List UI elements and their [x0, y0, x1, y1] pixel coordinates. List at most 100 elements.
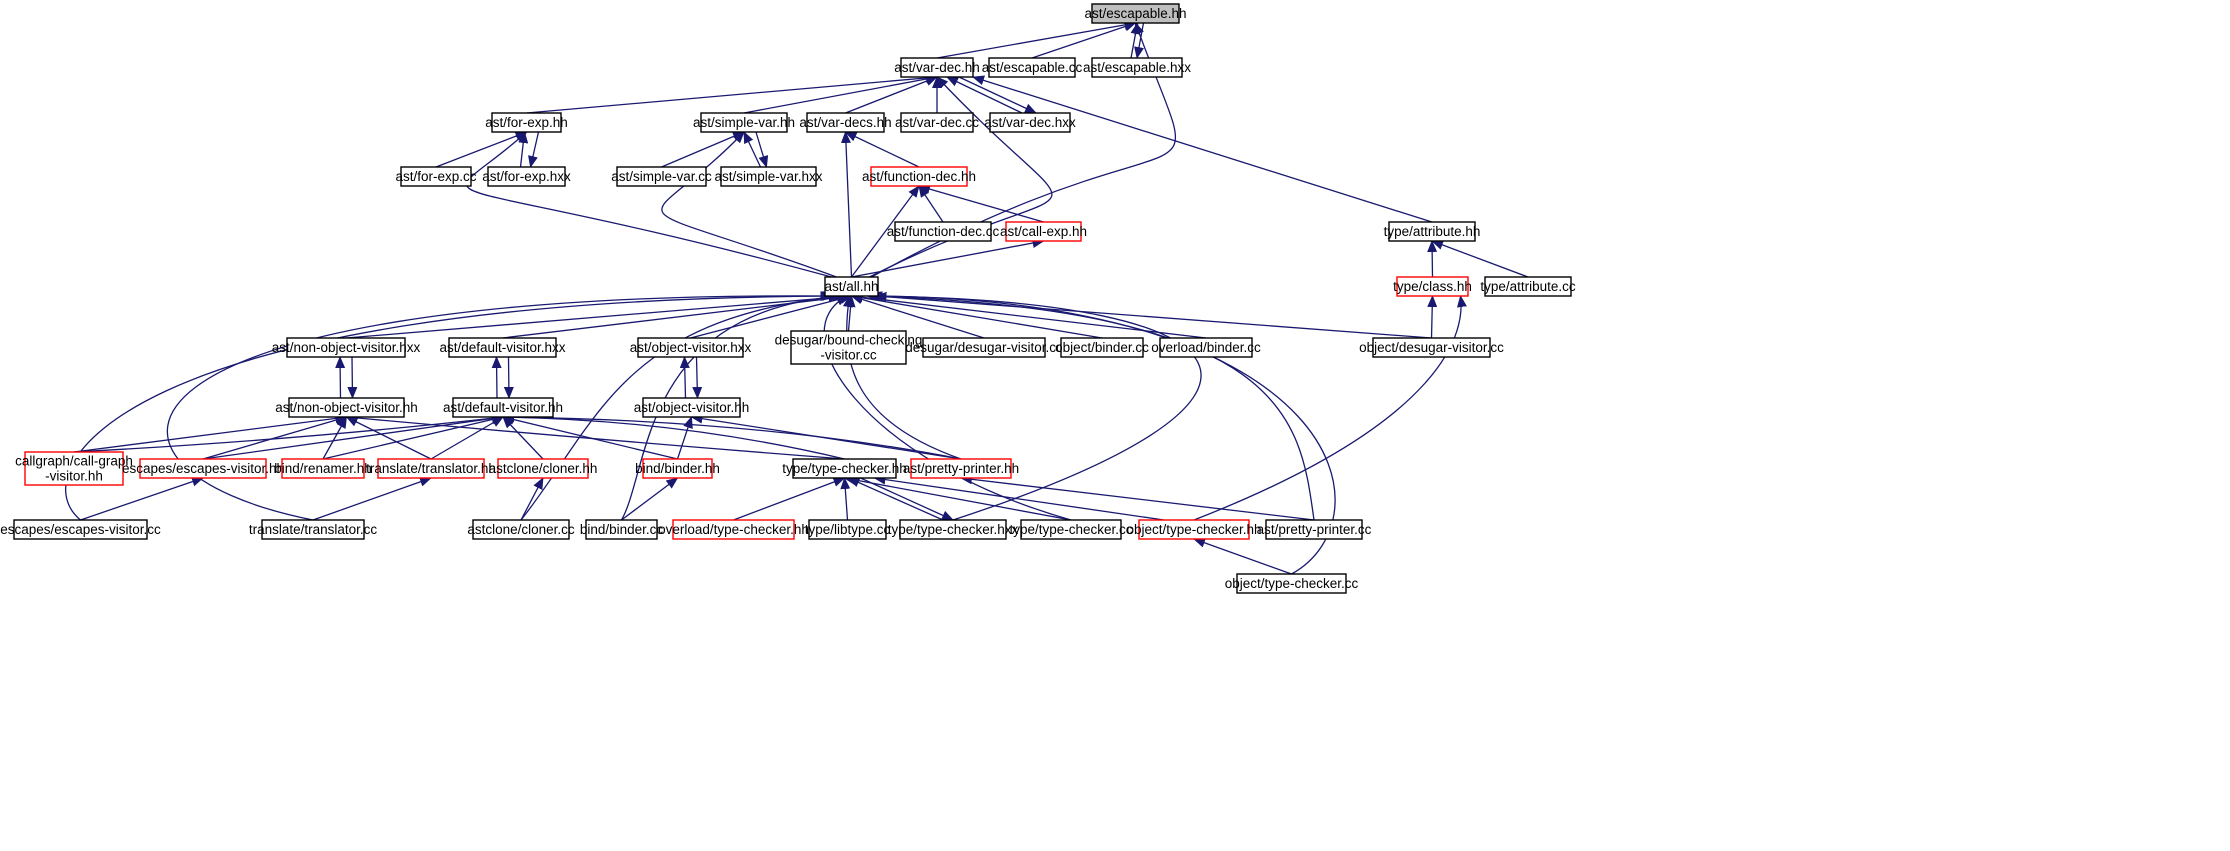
node-translate-translator-cc[interactable]: translate/translator.cc — [249, 519, 378, 540]
node-label: ast/simple-var.hxx — [714, 169, 822, 184]
node-object-desugar-visitor-cc[interactable]: object/desugar-visitor.cc — [1359, 337, 1504, 358]
node-type-class-hh[interactable]: type/class.hh — [1393, 276, 1472, 297]
node-label: ast/for-exp.hxx — [482, 169, 571, 184]
node-escapable-hxx[interactable]: ast/escapable.hxx — [1083, 57, 1191, 78]
edge-bind-renamer-hh-to-default-visitor-hh — [322, 414, 504, 460]
node-box — [1091, 3, 1180, 24]
edge-ast-pretty-printer-cc-to-all-hh — [868, 291, 1315, 521]
edge-type-type-checker-cc-to-all-hh — [823, 295, 1072, 521]
node-label: ast/default-visitor.hxx — [439, 340, 565, 355]
node-escapes-visitor-hh[interactable]: escapes/escapes-visitor.hh — [122, 458, 284, 479]
node-object-type-checker-hh[interactable]: object/type-checker.hh — [1126, 519, 1262, 540]
node-translate-translator-hh[interactable]: translate/translator.hh — [366, 458, 496, 479]
node-for-exp-hxx[interactable]: ast/for-exp.hxx — [482, 166, 571, 187]
node-box — [792, 458, 897, 479]
node-call-graph-visitor-hh[interactable]: callgraph/call-graph-visitor.hh — [15, 451, 133, 486]
node-for-exp-hh[interactable]: ast/for-exp.hh — [485, 112, 568, 133]
node-type-attribute-cc[interactable]: type/attribute.cc — [1480, 276, 1576, 297]
edge-astclone-cloner-cc-to-astclone-cloner-hh — [520, 477, 544, 521]
node-var-dec-hxx[interactable]: ast/var-dec.hxx — [984, 112, 1076, 133]
edge-bind-renamer-hh-to-non-object-visitor-hh — [322, 416, 348, 460]
node-all-hh[interactable]: ast/all.hh — [824, 276, 879, 297]
node-type-attribute-hh[interactable]: type/attribute.hh — [1384, 221, 1481, 242]
edge-object-desugar-visitor-cc-to-all-hh — [874, 291, 1432, 339]
node-escapes-visitor-cc[interactable]: escapes/escapes-visitor.cc — [0, 519, 161, 540]
node-box — [139, 458, 267, 479]
node-type-libtype-cc[interactable]: type/libtype.cc — [805, 519, 891, 540]
node-overload-binder-cc[interactable]: overload/binder.cc — [1151, 337, 1261, 358]
node-simple-var-hh[interactable]: ast/simple-var.hh — [693, 112, 795, 133]
node-type-type-checker-cc[interactable]: type/type-checker.cc — [1009, 519, 1133, 540]
node-label: desugar/desugar-visitor.cc — [905, 340, 1063, 355]
node-label: overload/binder.cc — [1151, 340, 1261, 355]
node-label: ast/var-dec.hxx — [984, 115, 1076, 130]
node-astclone-cloner-hh[interactable]: astclone/cloner.hh — [489, 458, 598, 479]
node-call-exp-hh[interactable]: ast/call-exp.hh — [1000, 221, 1087, 242]
node-label: ast/escapable.hh — [1084, 6, 1186, 21]
node-ast-pretty-printer-hh[interactable]: ast/pretty-printer.hh — [903, 458, 1019, 479]
node-object-visitor-hh[interactable]: ast/object-visitor.hh — [634, 397, 750, 418]
node-function-dec-cc[interactable]: ast/function-dec.cc — [887, 221, 1000, 242]
node-ast-pretty-printer-cc[interactable]: ast/pretty-printer.cc — [1257, 519, 1372, 540]
node-object-binder-cc[interactable]: object/binder.cc — [1055, 337, 1149, 358]
node-for-exp-cc[interactable]: ast/for-exp.cc — [395, 166, 477, 187]
node-default-visitor-hxx[interactable]: ast/default-visitor.hxx — [439, 337, 566, 358]
node-bind-renamer-hh[interactable]: bind/renamer.hh — [274, 458, 372, 479]
node-var-dec-hh[interactable]: ast/var-dec.hh — [894, 57, 980, 78]
node-simple-var-cc[interactable]: ast/simple-var.cc — [611, 166, 712, 187]
edge-all-hh-to-var-decs-hh — [840, 131, 853, 278]
node-box — [720, 166, 817, 187]
node-box — [288, 397, 405, 418]
node-function-dec-hh[interactable]: ast/function-dec.hh — [862, 166, 976, 187]
edge-ast-pretty-printer-hh-to-default-visitor-hh — [502, 412, 962, 460]
node-box — [988, 57, 1076, 78]
node-box — [261, 519, 365, 540]
edge-type-type-checker-hh-to-non-object-visitor-hh — [345, 413, 845, 460]
node-box — [1396, 276, 1469, 297]
node-label: translate/translator.hh — [366, 461, 496, 476]
node-object-type-checker-cc[interactable]: object/type-checker.cc — [1225, 573, 1359, 594]
node-default-visitor-hh[interactable]: ast/default-visitor.hh — [443, 397, 563, 418]
edge-object-visitor-hxx-to-all-hh — [690, 293, 853, 339]
node-box — [1091, 57, 1183, 78]
node-bound-checking-visitor-cc[interactable]: desugar/bound-checking-visitor.cc — [775, 330, 923, 365]
node-label: ast/pretty-printer.hh — [903, 461, 1019, 476]
node-object-visitor-hxx[interactable]: ast/object-visitor.hxx — [630, 337, 752, 358]
node-label: ast/var-decs.hh — [799, 115, 891, 130]
node-escapable-hh[interactable]: ast/escapable.hh — [1084, 3, 1187, 24]
node-label: type/libtype.cc — [805, 522, 891, 537]
node-overload-type-checker-hh[interactable]: overload/type-checker.hh — [658, 519, 809, 540]
node-label: object/desugar-visitor.cc — [1359, 340, 1504, 355]
node-box — [642, 458, 713, 479]
node-escapable-cc[interactable]: ast/escapable.cc — [982, 57, 1083, 78]
node-non-object-visitor-hxx[interactable]: ast/non-object-visitor.hxx — [272, 337, 421, 358]
node-bind-binder-cc[interactable]: bind/binder.cc — [580, 519, 664, 540]
edge-bind-binder-cc-to-all-hh — [620, 291, 845, 521]
node-var-decs-hh[interactable]: ast/var-decs.hh — [799, 112, 892, 133]
node-label: desugar/bound-checking — [775, 333, 923, 348]
node-astclone-cloner-cc[interactable]: astclone/cloner.cc — [467, 519, 575, 540]
edge-var-dec-hxx-to-var-dec-hh — [946, 76, 1023, 114]
node-type-type-checker-hxx[interactable]: type/type-checker.hxx — [888, 519, 1019, 540]
node-non-object-visitor-hh[interactable]: ast/non-object-visitor.hh — [275, 397, 418, 418]
node-label: ast/for-exp.cc — [395, 169, 476, 184]
node-desugar-visitor-cc[interactable]: desugar/desugar-visitor.cc — [905, 337, 1063, 358]
node-type-type-checker-hh[interactable]: type/type-checker.hh — [782, 458, 907, 479]
node-box — [790, 330, 907, 365]
node-var-dec-cc[interactable]: ast/var-dec.cc — [895, 112, 979, 133]
node-box — [870, 166, 968, 187]
node-box — [491, 112, 562, 133]
node-simple-var-hxx[interactable]: ast/simple-var.hxx — [714, 166, 823, 187]
edge-all-hh-to-for-exp-hh — [465, 131, 832, 278]
node-label: ast/simple-var.cc — [611, 169, 712, 184]
edge-bind-binder-hh-to-object-visitor-hh — [676, 416, 693, 460]
node-box — [806, 112, 885, 133]
node-label: bind/binder.cc — [580, 522, 664, 537]
edge-escapes-visitor-cc-to-all-hh — [64, 291, 833, 521]
edge-var-decs-hh-to-var-dec-hh — [845, 76, 938, 114]
node-box — [910, 458, 1012, 479]
node-bind-binder-hh[interactable]: bind/binder.hh — [635, 458, 720, 479]
node-label: ast/default-visitor.hh — [443, 400, 563, 415]
edge-default-visitor-hh-to-default-visitor-hxx — [491, 356, 502, 399]
node-box — [377, 458, 485, 479]
